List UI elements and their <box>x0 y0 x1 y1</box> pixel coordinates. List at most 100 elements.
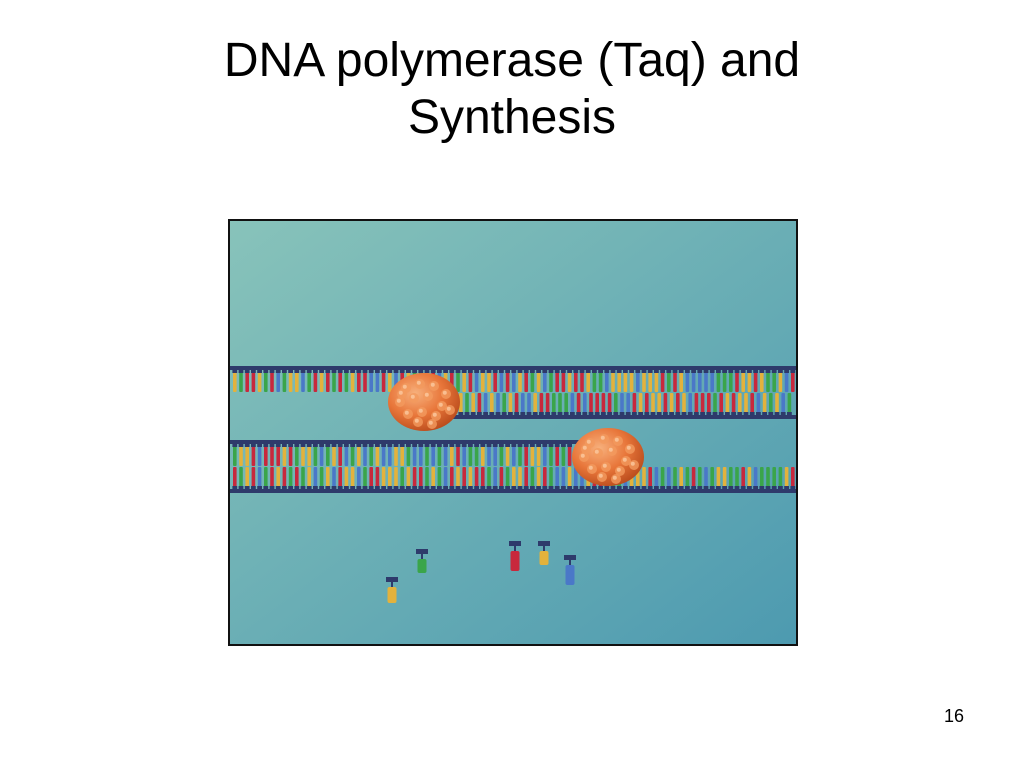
nucleotide-base <box>543 370 547 392</box>
nucleotide-base <box>685 467 690 489</box>
base-cap <box>244 486 250 489</box>
base-cap <box>678 370 684 373</box>
base-cap <box>294 444 300 447</box>
enzyme-bump-highlight <box>424 392 429 397</box>
nucleotide-base <box>462 444 466 466</box>
nucleotide-base <box>264 370 268 392</box>
nucleotide-base <box>450 444 454 466</box>
base-cap <box>251 370 256 373</box>
base-cap <box>759 486 765 489</box>
base-cap <box>784 370 789 373</box>
base-cap <box>592 370 597 373</box>
nucleotide-base <box>332 444 336 466</box>
base-cap <box>424 370 430 373</box>
nucleotide-base <box>344 444 349 466</box>
nucleotide-base <box>270 444 274 466</box>
nucleotide-base <box>369 467 373 489</box>
base-cap <box>251 486 256 489</box>
base-cap <box>331 370 337 373</box>
enzyme-bump-highlight <box>418 408 423 413</box>
base-cap <box>666 370 672 373</box>
base-cap <box>542 486 548 489</box>
nucleotide-base <box>417 559 427 573</box>
base-cap <box>687 412 693 415</box>
base-cap <box>542 370 548 373</box>
base-cap <box>579 486 585 489</box>
base-cap <box>790 370 796 373</box>
nucleotide-base <box>691 467 696 489</box>
base-cap <box>505 444 510 447</box>
nucleotide-base <box>369 444 373 466</box>
nucleotide-base <box>735 370 739 392</box>
base-cap <box>461 370 467 373</box>
base-cap <box>523 486 529 489</box>
base-cap <box>563 412 569 415</box>
lower-new-strand-bases <box>232 444 572 466</box>
base-cap <box>706 412 712 415</box>
nucleotide-stem <box>421 554 423 559</box>
enzyme-bump-highlight <box>398 390 403 395</box>
nucleotide-base <box>583 393 587 415</box>
base-cap <box>681 412 687 415</box>
base-cap <box>275 444 281 447</box>
nucleotide-base <box>425 444 429 466</box>
nucleotide-base <box>419 444 423 466</box>
taq-polymerase-upper <box>388 373 460 431</box>
base-cap <box>759 370 765 373</box>
enzyme-bump-highlight <box>396 398 401 403</box>
base-cap <box>489 412 495 415</box>
nucleotide-base <box>313 467 318 489</box>
free-nucleotide-blue <box>564 555 576 585</box>
nucleotide-base <box>233 370 237 392</box>
nucleotide-base <box>642 370 646 392</box>
nucleotide-base <box>505 370 510 392</box>
nucleotide-base <box>716 467 721 489</box>
base-cap <box>703 370 709 373</box>
base-cap <box>753 370 758 373</box>
nucleotide-base <box>518 444 522 466</box>
base-cap <box>232 444 238 447</box>
nucleotide-base <box>276 370 280 392</box>
base-cap <box>263 370 269 373</box>
base-cap <box>282 486 287 489</box>
base-cap <box>716 370 721 373</box>
base-cap <box>530 370 535 373</box>
base-cap <box>430 444 436 447</box>
nucleotide-base <box>474 467 479 489</box>
base-cap <box>437 486 442 489</box>
base-cap <box>344 444 349 447</box>
base-cap <box>344 370 349 373</box>
base-cap <box>350 486 355 489</box>
nucleotide-base <box>431 444 435 466</box>
nucleotide-base <box>350 444 355 466</box>
nucleotide-base <box>400 444 404 466</box>
base-cap <box>660 370 665 373</box>
base-cap <box>424 486 430 489</box>
nucleotide-base <box>667 370 671 392</box>
base-cap <box>474 370 479 373</box>
base-cap <box>582 412 588 415</box>
nucleotide-base <box>747 370 752 392</box>
base-cap <box>232 486 238 489</box>
base-cap <box>787 412 792 415</box>
nucleotide-base <box>601 393 606 415</box>
base-cap <box>604 370 610 373</box>
base-cap <box>437 370 442 373</box>
base-cap <box>356 444 362 447</box>
nucleotide-phosphate <box>416 549 428 554</box>
base-cap <box>511 486 517 489</box>
base-cap <box>474 444 479 447</box>
enzyme-bump-highlight <box>588 465 593 470</box>
base-cap <box>251 444 256 447</box>
nucleotide-base <box>264 444 268 466</box>
base-cap <box>511 444 517 447</box>
nucleotide-base <box>490 393 494 415</box>
base-cap <box>561 444 566 447</box>
nucleotide-base <box>412 444 417 466</box>
base-cap <box>728 486 734 489</box>
nucleotide-base <box>648 467 652 489</box>
nucleotide-base <box>611 370 615 392</box>
nucleotide-base <box>530 444 535 466</box>
free-nucleotide-green <box>416 549 428 573</box>
slide-title: DNA polymerase (Taq) and Synthesis <box>112 32 912 146</box>
